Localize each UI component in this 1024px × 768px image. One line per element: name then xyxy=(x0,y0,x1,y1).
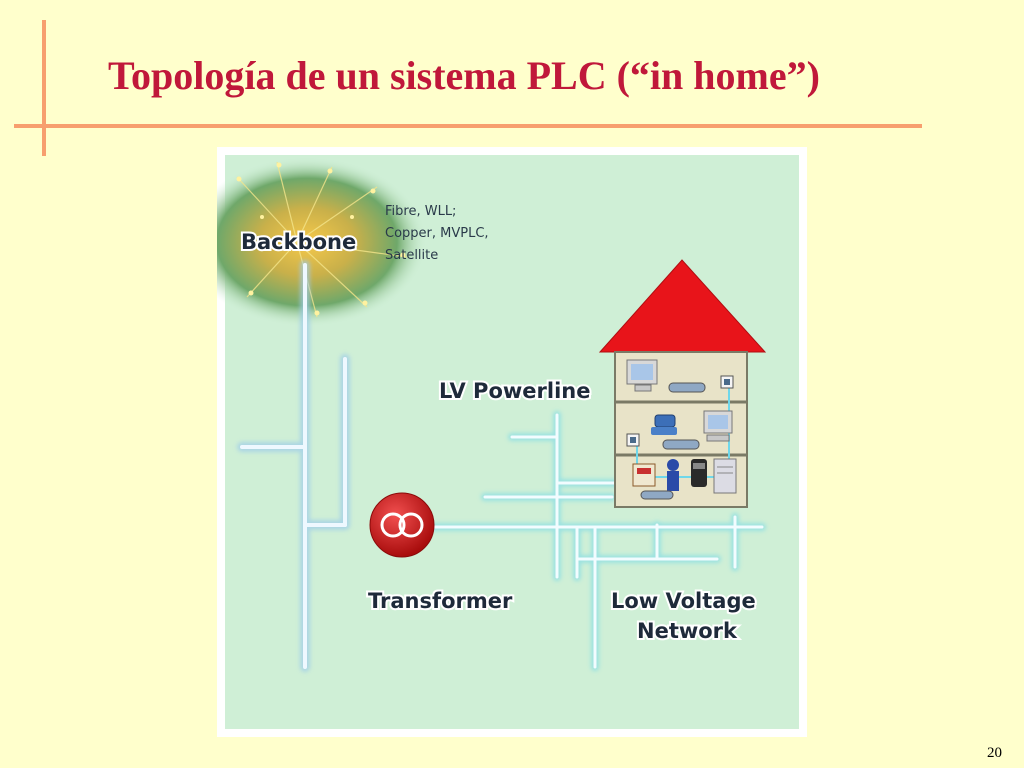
computer-tower-icon xyxy=(713,458,737,494)
backbone-media-line-2: Copper, MVPLC, xyxy=(385,226,489,241)
low-voltage-lines xyxy=(428,411,766,671)
backbone-media-line-1: Fibre, WLL; xyxy=(385,204,456,219)
modem-icon xyxy=(640,490,674,500)
accent-vertical-rule xyxy=(42,20,46,156)
lv-powerline-label: LV Powerline xyxy=(439,379,590,403)
modem-icon xyxy=(662,439,700,450)
backbone-lines xyxy=(237,260,350,672)
transformer-label: Transformer xyxy=(368,589,513,613)
water-meter-icon xyxy=(667,459,679,491)
computer-icon xyxy=(626,359,658,392)
backbone-media-line-3: Satellite xyxy=(385,248,438,263)
energy-meter-icon xyxy=(632,463,656,487)
slide-title: Topología de un sistema PLC (“in home”) xyxy=(108,53,820,98)
plc-topology-diagram: Backbone Fibre, WLL; Copper, MVPLC, Sate… xyxy=(217,155,799,729)
low-voltage-network-label-line-1: Low Voltage xyxy=(611,589,756,613)
transformer-icon xyxy=(369,492,435,558)
wall-socket-icon xyxy=(720,375,734,389)
accent-horizontal-rule xyxy=(14,124,922,128)
computer-icon xyxy=(703,410,733,442)
plc-topology-figure: Backbone Fibre, WLL; Copper, MVPLC, Sate… xyxy=(217,147,807,737)
telephone-icon xyxy=(651,414,677,435)
fibre-optic-burst-icon xyxy=(217,157,427,327)
page-number: 20 xyxy=(987,745,1002,761)
low-voltage-network-label-line-2: Network xyxy=(637,619,738,643)
backbone-label: Backbone xyxy=(241,230,356,254)
modem-icon xyxy=(668,382,706,393)
gas-meter-icon xyxy=(691,459,707,487)
wall-socket-icon xyxy=(626,433,640,447)
